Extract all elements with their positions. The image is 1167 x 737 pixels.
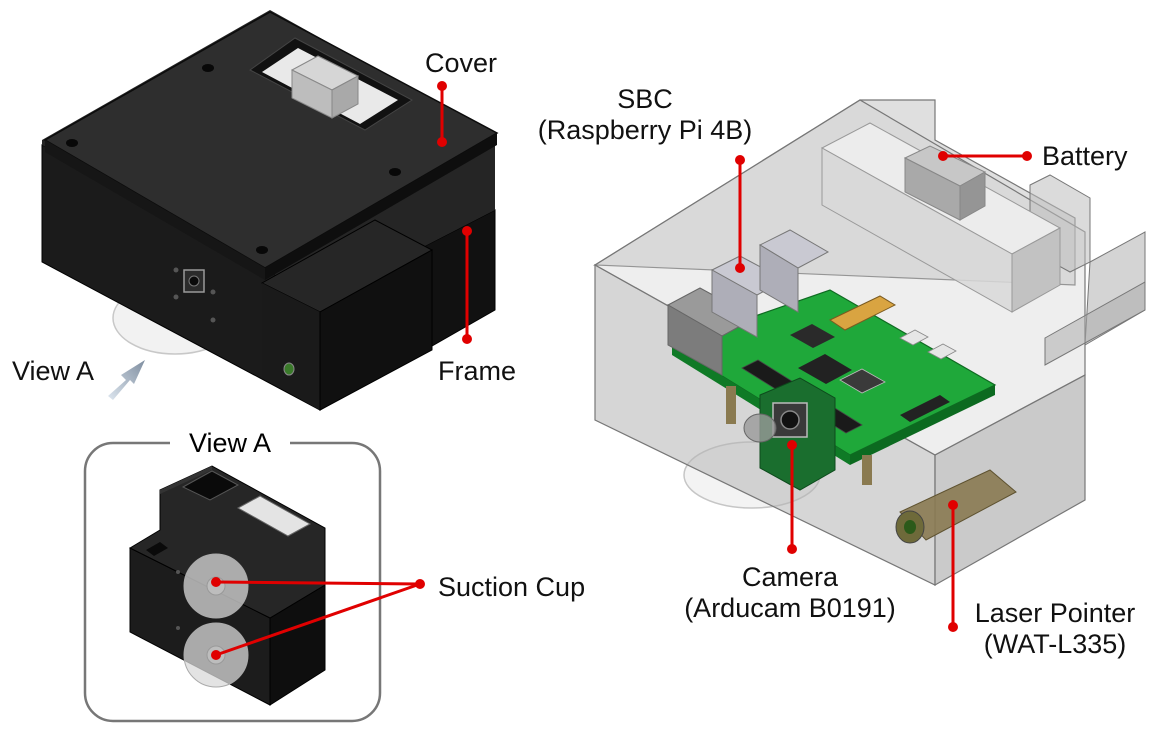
pcb-chip [839, 368, 886, 394]
label-cover: Cover [425, 48, 498, 78]
leader-dot [437, 81, 447, 91]
housing-arm-front [1044, 281, 1146, 366]
view-a-arrow-shape [108, 360, 145, 400]
view-a-inset [83, 441, 382, 723]
label-camera: Camera (Arducam B0191) [650, 562, 930, 624]
label-view-a-box-title: View A [170, 426, 290, 460]
screw-hole [66, 139, 78, 147]
leader-dot [948, 500, 958, 510]
cover-plate-edge [45, 140, 265, 280]
standoff [726, 386, 736, 424]
cover-plate-edge-right [265, 133, 497, 280]
mount-hole [210, 289, 216, 295]
label-laser-pointer: Laser Pointer (WAT-L335) [955, 598, 1155, 660]
laser-block-side [319, 249, 433, 411]
leader-dot [462, 334, 472, 344]
leader-suction-lower [215, 582, 421, 657]
mount-hole [173, 294, 179, 300]
leader-dot [787, 440, 797, 450]
camera-lens [188, 275, 200, 287]
assembled-device [41, 10, 499, 411]
laser-pointer-aperture [904, 520, 916, 534]
screw-hole [202, 64, 214, 72]
leader-dot [415, 579, 425, 589]
standoff [862, 455, 872, 485]
leader-dot [437, 137, 447, 147]
ethernet-port-front [667, 304, 723, 376]
label-camera-line1: Camera [741, 562, 839, 592]
leader-dot [1022, 151, 1032, 161]
mount-hole [173, 267, 179, 273]
label-battery: Battery [1042, 141, 1128, 171]
leader-dot [211, 577, 221, 587]
laser-block-front [262, 283, 320, 410]
screw-hole [256, 246, 268, 254]
mount-hole [210, 317, 216, 323]
inset-upper-block [160, 466, 212, 494]
pcb-ribbon-connector [900, 395, 950, 422]
label-sbc: SBC (Raspberry Pi 4B) [520, 84, 770, 146]
leader-dot [211, 650, 221, 660]
label-laser-line2: (WAT-L335) [983, 629, 1127, 660]
usb-c-port [927, 343, 957, 360]
laser-aperture [283, 362, 295, 376]
pcb-chip [790, 324, 835, 348]
view-a-arrow [108, 360, 145, 400]
exploded-internals [593, 99, 1146, 587]
usb-port-front [711, 269, 758, 338]
label-suction-cup: Suction Cup [438, 572, 586, 602]
leader-dot [948, 622, 958, 632]
label-sbc-line1: SBC [617, 84, 673, 114]
battery-connector-side [959, 171, 986, 221]
leader-dot [462, 226, 472, 236]
inset-hole [176, 570, 180, 574]
camera-mount-ring [743, 413, 777, 443]
label-view-a: View A [12, 356, 95, 386]
inset-hole [176, 626, 180, 630]
label-laser-line1: Laser Pointer [974, 598, 1136, 628]
inset-small-notch [146, 542, 168, 556]
label-sbc-line2: (Raspberry Pi 4B) [537, 115, 753, 146]
pcb-connector [828, 295, 897, 331]
camera-lens-right [780, 410, 800, 430]
leader-lines [211, 81, 1032, 660]
leader-dot [787, 544, 797, 554]
leader-suction-upper [215, 580, 421, 586]
pcb-board-edge-right [850, 385, 995, 465]
usb-port-front [759, 244, 799, 313]
inset-slot [181, 470, 240, 501]
battery-block-side [331, 75, 359, 119]
label-camera-line2: (Arducam B0191) [684, 593, 896, 624]
leader-dot [938, 151, 948, 161]
label-frame: Frame [438, 356, 517, 386]
leader-dot [735, 155, 745, 165]
inset-body-top [128, 465, 326, 619]
inset-window [236, 495, 312, 537]
pcb-chip [798, 354, 852, 384]
leader-dot [735, 263, 745, 273]
usb-c-port [899, 329, 929, 346]
battery-pack-side [1011, 227, 1061, 313]
screw-hole [389, 168, 401, 176]
